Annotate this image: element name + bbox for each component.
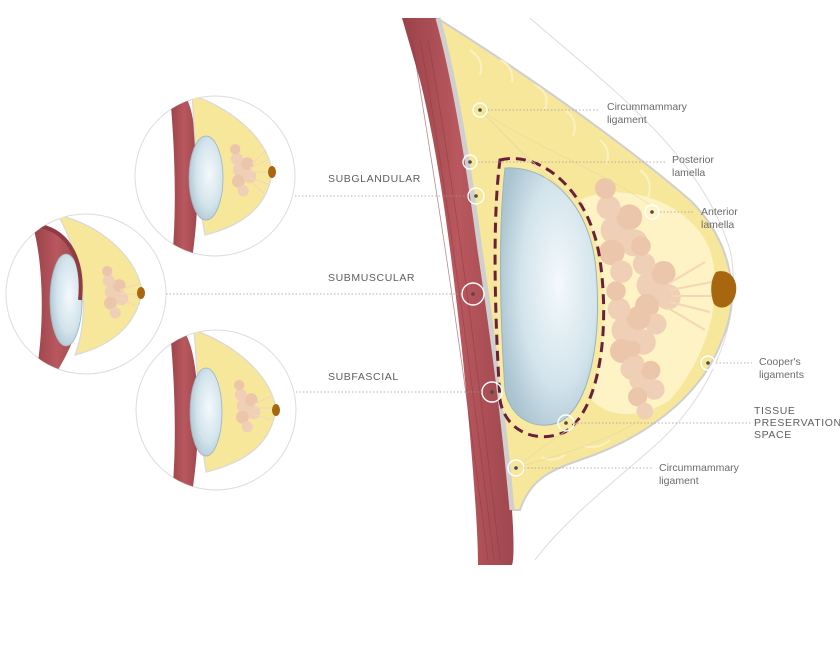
callout-coopers-line1: Cooper's <box>759 356 801 368</box>
svg-text:TISSUE PRESERVATION: TISSUE PRESERVATION SPACE <box>754 405 840 441</box>
nipple <box>711 271 737 308</box>
callout-anterior-line2: lamella <box>701 219 734 231</box>
callout-tissue-line2: PRESERVATION <box>754 417 840 429</box>
callout-anterior-line1: Anterior <box>701 206 738 218</box>
svg-text:Circummammary ligament: Circummammary ligament <box>607 101 690 126</box>
callout-coopers-line2: ligaments <box>759 369 804 381</box>
callout-tissue-line1: TISSUE <box>754 405 796 417</box>
marker-anterior <box>644 204 660 220</box>
marker-submuscular <box>461 282 485 306</box>
callout-tissue-line3: SPACE <box>754 429 792 441</box>
callout-circ-top-line1: Circummammary <box>607 101 688 113</box>
placement-label-subglandular: SUBGLANDULAR <box>328 173 421 185</box>
callout-labels: Circummammary ligament Posterior lamella… <box>607 101 840 487</box>
main-cross-section <box>402 17 737 565</box>
svg-text:Cooper's ligaments: Cooper's ligaments <box>759 356 804 381</box>
submuscular-inset <box>5 213 167 375</box>
placement-label-submuscular: SUBMUSCULAR <box>328 272 415 284</box>
marker-circ-top <box>472 102 488 118</box>
callout-circ-bottom-line2: ligament <box>659 475 699 487</box>
callout-circ-bottom-line1: Circummammary <box>659 462 740 474</box>
svg-text:Posterior lamella: Posterior lamella <box>672 154 717 179</box>
mammary-gland <box>580 178 716 420</box>
placement-label-subfascial: SUBFASCIAL <box>328 371 399 383</box>
subfascial-inset <box>135 329 297 491</box>
marker-coopers <box>700 355 716 371</box>
leader-lines <box>166 109 752 469</box>
svg-text:Circummammary ligament: Circummammary ligament <box>659 462 742 487</box>
pectoral-muscle <box>402 18 514 565</box>
callout-markers <box>461 102 716 477</box>
implant <box>499 167 598 426</box>
subglandular-inset <box>134 95 296 257</box>
svg-text:Anterior lamella: Anterior lamella <box>701 206 741 231</box>
callout-circ-top-line2: ligament <box>607 114 647 126</box>
marker-posterior <box>462 154 478 170</box>
callout-posterior-line1: Posterior <box>672 154 715 166</box>
placement-labels: SUBGLANDULAR SUBMUSCULAR SUBFASCIAL <box>328 173 421 383</box>
callout-posterior-line2: lamella <box>672 167 705 179</box>
